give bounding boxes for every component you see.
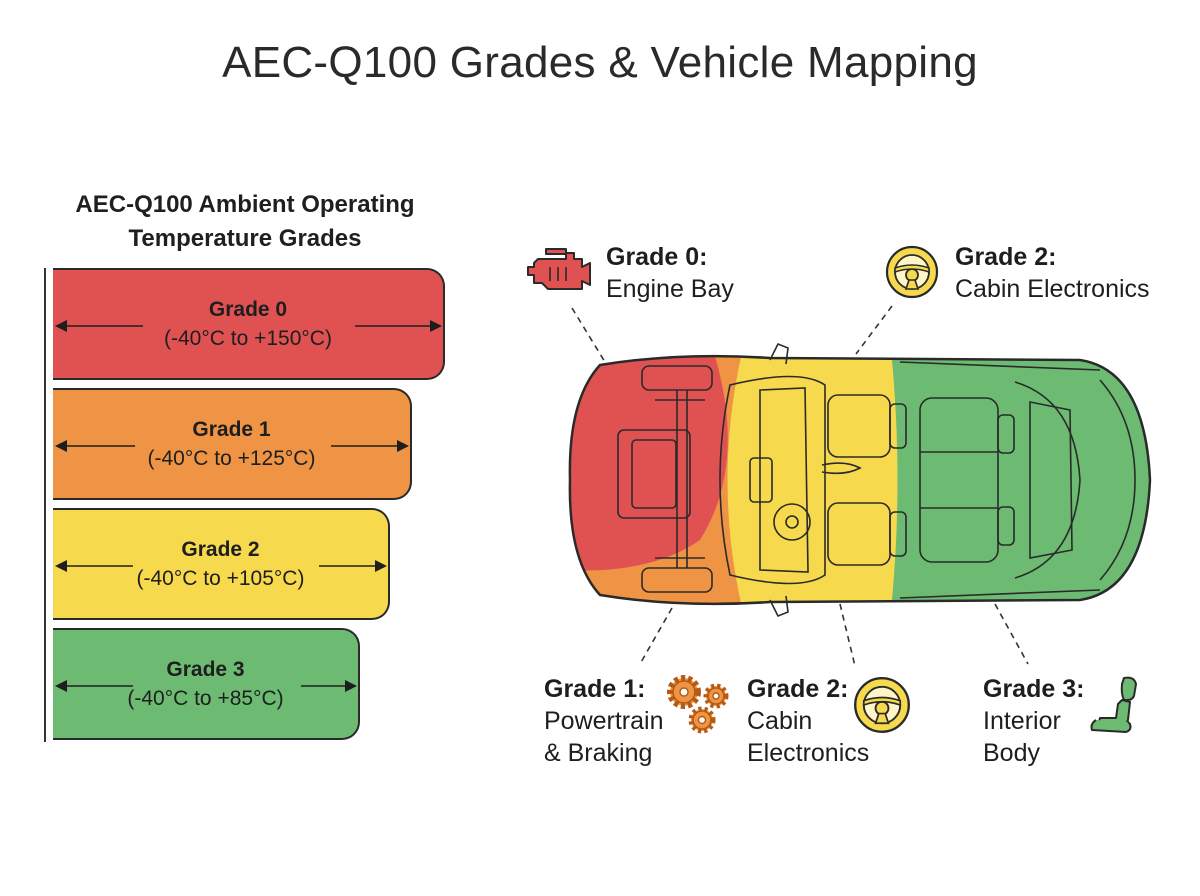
vehicle-top-view xyxy=(568,342,1152,618)
page-title: AEC-Q100 Grades & Vehicle Mapping xyxy=(222,38,978,87)
cabin-bottom-callout-label-2: Electronics xyxy=(747,739,870,767)
cabin-bottom-callout-label-1: Cabin xyxy=(747,707,813,735)
grade-3-bar: Grade 3 (-40°C to +85°C) xyxy=(53,628,360,740)
grade-1-range-arrow xyxy=(55,440,409,452)
gears-icon xyxy=(667,675,729,734)
cabin-bottom-leader xyxy=(839,603,856,667)
engine-bay-callout-title: Grade 0: xyxy=(606,243,708,271)
grade-3-name: Grade 3 xyxy=(166,658,245,681)
interior-callout-label-2: Body xyxy=(983,739,1040,767)
cabin-top-callout-title: Grade 2: xyxy=(955,243,1057,271)
engine-bay-callout: Grade 0: Engine Bay xyxy=(606,241,734,305)
grade-2-name: Grade 2 xyxy=(181,538,260,561)
grades-panel-title-line2: Temperature Grades xyxy=(128,225,362,252)
engine-icon xyxy=(527,248,591,290)
car-body-outline xyxy=(568,354,1152,606)
grade-3-range-arrow xyxy=(55,680,357,692)
cabin-bottom-callout: Grade 2: Cabin Electronics xyxy=(747,673,869,769)
grade-0-range-arrow xyxy=(55,320,442,332)
cabin-bottom-callout-title: Grade 2: xyxy=(747,675,849,703)
grade-3-range: (-40°C to +85°C) xyxy=(127,687,284,710)
powertrain-callout-label-1: Powertrain xyxy=(544,707,664,735)
powertrain-leader xyxy=(639,607,673,665)
powertrain-callout-label-2: & Braking xyxy=(544,739,653,767)
grades-panel-title: AEC-Q100 Ambient Operating Temperature G… xyxy=(40,188,450,256)
seat-icon xyxy=(1090,676,1137,733)
engine-bay-leader xyxy=(571,307,606,363)
grade-0-bar: Grade 0 (-40°C to +150°C) xyxy=(53,268,445,380)
interior-callout-label-1: Interior xyxy=(983,707,1061,735)
grades-axis-line xyxy=(44,268,46,742)
grade-2-bar: Grade 2 (-40°C to +105°C) xyxy=(53,508,390,620)
interior-leader xyxy=(994,603,1029,665)
grades-panel-title-line1: AEC-Q100 Ambient Operating xyxy=(75,191,415,218)
steering-wheel-icon xyxy=(885,245,939,299)
grade-1-name: Grade 1 xyxy=(192,418,271,441)
grade-0-range: (-40°C to +150°C) xyxy=(164,327,332,350)
grade-0-name: Grade 0 xyxy=(208,298,288,321)
grade-1-bar: Grade 1 (-40°C to +125°C) xyxy=(53,388,412,500)
interior-callout-title: Grade 3: xyxy=(983,675,1085,703)
steering-wheel-icon xyxy=(854,677,910,733)
powertrain-callout: Grade 1: Powertrain & Braking xyxy=(544,673,664,769)
grade-1-range: (-40°C to +125°C) xyxy=(147,447,316,470)
cabin-top-callout: Grade 2: Cabin Electronics xyxy=(955,241,1150,305)
grade-2-range: (-40°C to +105°C) xyxy=(136,567,305,590)
cabin-top-callout-label: Cabin Electronics xyxy=(955,275,1150,303)
grade-2-range-arrow xyxy=(55,560,387,572)
powertrain-callout-title: Grade 1: xyxy=(544,675,646,703)
cabin-top-leader xyxy=(855,305,893,355)
engine-bay-zone xyxy=(569,356,728,571)
interior-callout: Grade 3: Interior Body xyxy=(983,673,1084,769)
engine-bay-callout-label: Engine Bay xyxy=(606,275,734,303)
